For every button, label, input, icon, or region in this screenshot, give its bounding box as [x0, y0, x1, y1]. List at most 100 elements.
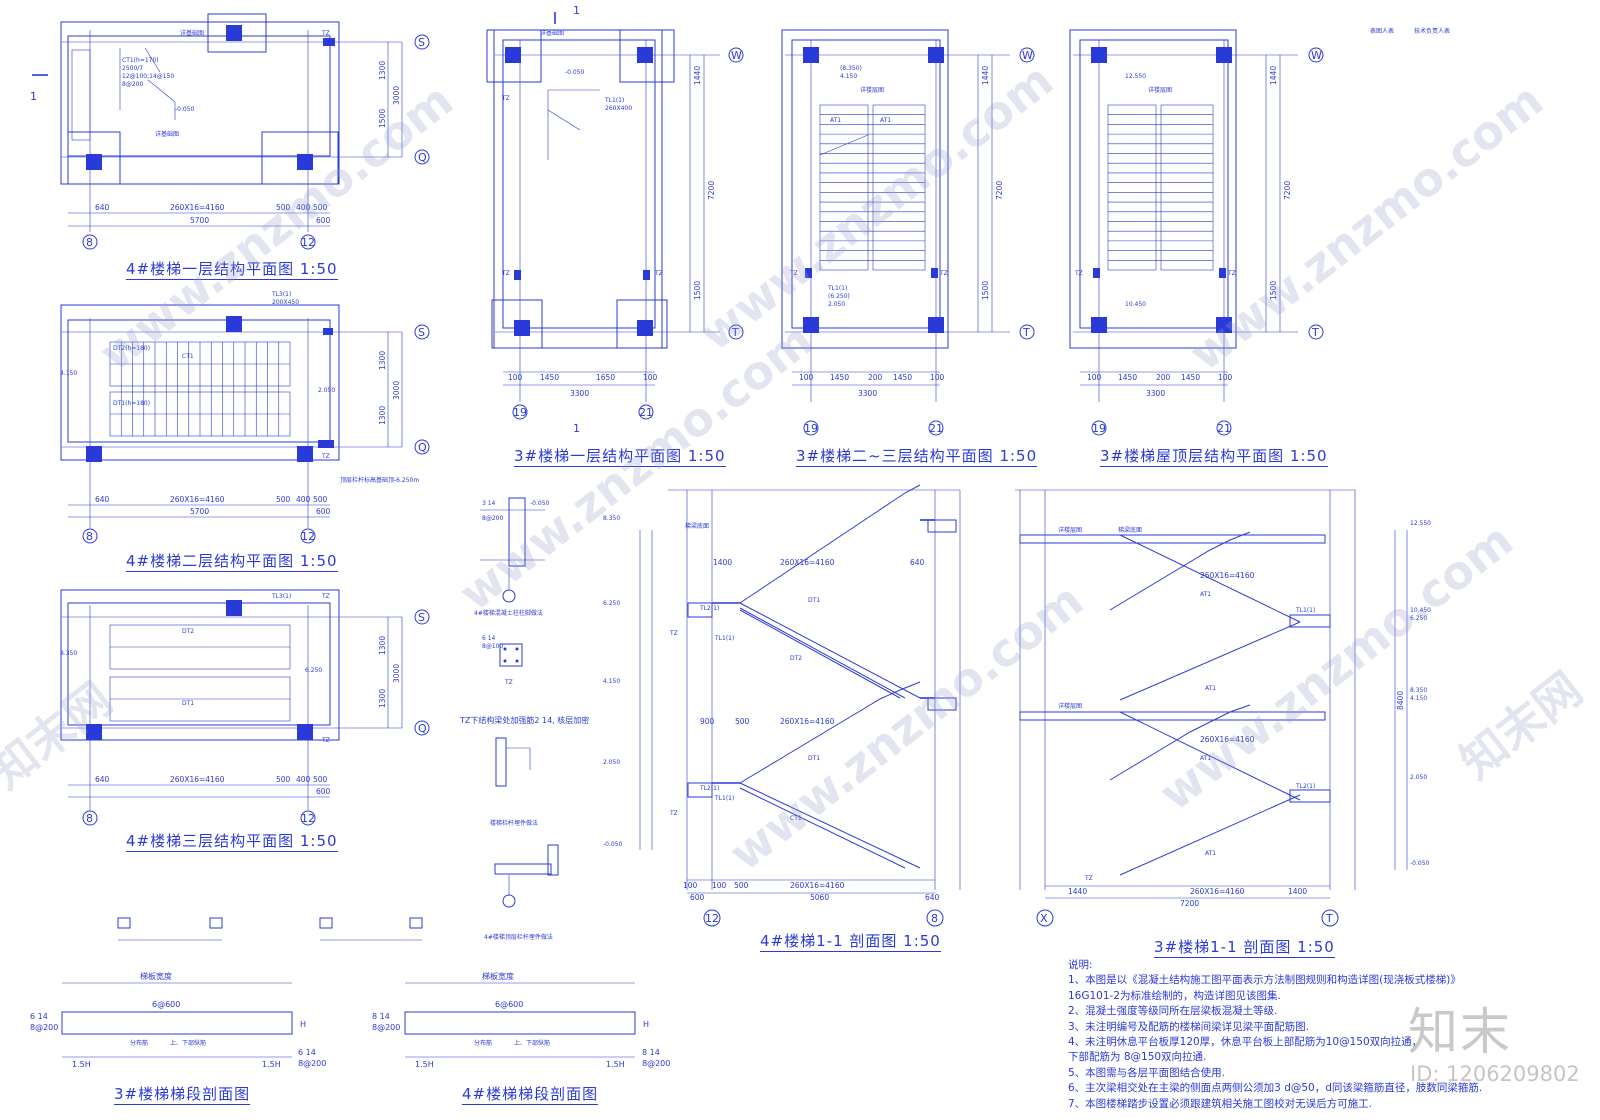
dim-1440-3p23: 1440: [981, 66, 990, 85]
dim-4160-s4c: 260X16=4160: [790, 881, 845, 890]
svg-text:DT1(h=180): DT1(h=180): [113, 400, 150, 407]
flight3-main-lbl: 上、下部纵筋: [170, 1040, 207, 1047]
axis-8-p3: 8: [86, 812, 93, 825]
note-item: 下部配筋为 8@150双向拉通.: [1068, 1051, 1207, 1064]
axis-W-roof: W: [1311, 49, 1322, 62]
dim-600-s4: 600: [690, 893, 705, 902]
svg-text:TL2(1): TL2(1): [1295, 783, 1315, 790]
dim-100b-roof: 100: [1218, 373, 1233, 382]
dim-600-p2: 600: [316, 507, 331, 516]
section-4-1-1: 梯梁底面 DT1 DT2 DT1 CT1 TL2(1) TL2(1) TL1(1…: [603, 484, 961, 927]
dim-1450b-roof: 1450: [1181, 373, 1200, 382]
flight4-left-a: 8 14: [372, 1012, 390, 1021]
svg-text:详楼层图: 详楼层图: [1058, 526, 1082, 534]
axis-21-roof: 21: [1217, 422, 1231, 435]
title-3-roof: 3#楼梯屋顶层结构平面图 1:50: [1100, 447, 1328, 467]
plan-3-level1: 详基础图 -0.050 TL1(1) 260X400 TZ TZ TZ 100 …: [486, 4, 744, 435]
svg-text:AT1: AT1: [880, 117, 891, 124]
corner-a: 表图人表: [1370, 28, 1395, 35]
svg-text:AT1: AT1: [830, 117, 841, 124]
svg-text:详楼层图: 详楼层图: [1058, 702, 1082, 710]
dim-1500: 1500: [378, 109, 387, 128]
axis-Q: Q: [418, 151, 427, 164]
axis-8-p2: 8: [86, 530, 93, 543]
svg-text:260X400: 260X400: [605, 105, 632, 112]
svg-text:12@100;14@150: 12@100;14@150: [122, 73, 174, 80]
note-item: 2、混凝土强度等级同所在层梁板混凝土等级.: [1068, 1005, 1278, 1018]
svg-text:TL1(1): TL1(1): [714, 635, 734, 642]
note-item: 6、主次梁相交处在主梁的侧面点两侧公须加3 d@50，d同该梁箍筋直径，肢数同梁…: [1068, 1082, 1483, 1095]
level-6250: 6.250: [305, 667, 322, 674]
dim-640-s4: 640: [910, 558, 925, 567]
dim-1450-roof: 1450: [1118, 373, 1137, 382]
dim-500b-s4: 500: [734, 881, 749, 890]
title-4-plan1: 4#楼梯一层结构平面图 1:50: [126, 260, 338, 280]
dim-1500-3p1: 1500: [693, 281, 702, 300]
svg-text:DT2: DT2: [790, 655, 802, 662]
dim-900-s4: 900: [700, 717, 715, 726]
axis-T-s3: T: [1325, 912, 1333, 925]
flight4-15h-a: 1.5H: [415, 1060, 434, 1069]
axis-T-3p23: T: [1022, 326, 1030, 339]
svg-text:TZ: TZ: [501, 270, 510, 277]
dim-1650-3p1: 1650: [596, 373, 615, 382]
axis-T-roof: T: [1311, 326, 1319, 339]
notes-heading: 说明:: [1068, 959, 1093, 971]
level-6250-s3: 6.250: [1410, 615, 1427, 622]
flight3-h: H: [300, 1020, 307, 1029]
detail-label-2: TZ下结构梁处加强筋2 14, 核层加密: [460, 716, 590, 725]
title-3-plan23: 3#楼梯二~三层结构平面图 1:50: [796, 447, 1038, 467]
dim-100-s4: 100: [683, 881, 698, 890]
flight4-dist: 6@600: [495, 1000, 524, 1009]
dim-1300: 1300: [378, 61, 387, 80]
dim-1440-s3: 1440: [1068, 887, 1087, 896]
svg-text:3 14: 3 14: [482, 500, 496, 507]
level-0050-detail: -0.050: [530, 500, 550, 507]
dim-3300-roof: 3300: [1146, 389, 1165, 398]
note-item: 16G101-2为标准绘制的，构造详图见该图集.: [1068, 989, 1281, 1002]
level-8350-s4: 8.350: [603, 515, 620, 522]
svg-text:CT1: CT1: [790, 815, 802, 822]
dim-400-p2: 400: [296, 495, 311, 504]
axis-W-3p23: W: [1022, 49, 1033, 62]
axis-12-s4: 12: [705, 912, 719, 925]
axis-12-p3: 12: [301, 812, 315, 825]
tz-label: TZ: [504, 679, 513, 686]
level-12550-s3: 12.550: [1410, 520, 1431, 527]
level-4150-s4: 4.150: [603, 678, 620, 685]
level-2050: 2.050: [318, 387, 335, 394]
svg-text:TZ: TZ: [321, 453, 330, 460]
note-item: 4、未注明休息平台板厚120厚，休息平台板上部配筋为10@150双向拉通，: [1068, 1036, 1423, 1049]
svg-text:详基础图: 详基础图: [155, 130, 179, 138]
level-8350-s3: 8.350: [1410, 687, 1427, 694]
svg-text:TL3(1): TL3(1): [271, 291, 291, 298]
dim-3000-p2: 3000: [392, 381, 401, 400]
dim-600: 600: [316, 216, 331, 225]
dim-4160: 260X16=4160: [170, 203, 225, 212]
dim-500b-p2: 500: [313, 495, 328, 504]
note-item: 1、本图是以《混凝土结构施工图平面表示方法制图规则和构造详图(现浇板式楼梯)》: [1068, 974, 1461, 987]
detail-label-1: 4#楼梯混凝土柱柱脚做法: [474, 610, 543, 617]
svg-text:TL1(1): TL1(1): [714, 795, 734, 802]
title-4-flight: 4#楼梯梯段剖面图: [462, 1085, 599, 1105]
svg-text:CT1(h=170): CT1(h=170): [122, 57, 159, 64]
axis-S-p2: S: [418, 326, 425, 339]
svg-text:顶层栏杆标高基础顶-6.250m: 顶层栏杆标高基础顶-6.250m: [340, 476, 419, 484]
dim-1440-roof: 1440: [1269, 66, 1278, 85]
axis-8: 8: [86, 236, 93, 249]
flight-section-3: [61, 917, 293, 1058]
flight4-dist-lbl: 分布筋: [474, 1040, 493, 1047]
svg-text:TZ: TZ: [321, 737, 330, 744]
svg-text:AT1: AT1: [1200, 591, 1211, 598]
dim-8400-s3: 8400: [1396, 691, 1405, 710]
plan-3-level2-3: (8.350) 4.150 详楼层图 AT1 AT1 TL1(1) (6.250…: [781, 29, 1035, 436]
axis-19-3p1: 19: [513, 406, 527, 419]
svg-text:详基础图: 详基础图: [540, 29, 564, 37]
svg-text:-0.050: -0.050: [175, 106, 195, 113]
dim-100b-s4: 100: [712, 881, 727, 890]
title-3-section: 3#楼梯1-1 剖面图 1:50: [1154, 938, 1335, 958]
detail-label-3: 楼梯栏杆埋件做法: [490, 820, 539, 827]
level-2050-s3: 2.050: [1410, 774, 1427, 781]
dim-5700-p2: 5700: [190, 507, 209, 516]
flight4-width: 梯板宽度: [482, 972, 514, 981]
